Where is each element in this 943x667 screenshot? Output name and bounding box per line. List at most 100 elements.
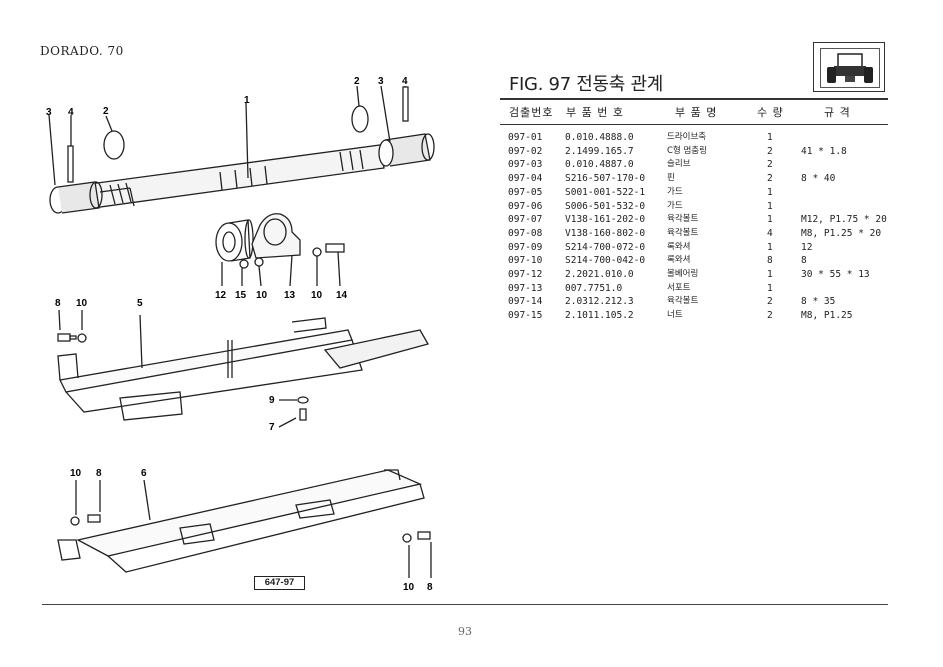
callout-guard2-8: 8 [96, 468, 102, 479]
col-header-partno: 부 품 번 호 [566, 106, 624, 119]
callout-guard2-br-10: 10 [403, 582, 415, 593]
part-spec: 8 * 40 [801, 173, 836, 185]
callout-shaft-2: 2 [103, 106, 109, 117]
col-header-partname: 부 품 명 [675, 106, 718, 119]
part-number: V138-161-202-0 [565, 214, 646, 226]
part-spec: M12, P1.75 * 20 [801, 214, 887, 226]
part-number: S001-001-522-1 [565, 186, 646, 198]
bolt-guard1 [57, 333, 71, 342]
part-code: 097-10 [508, 255, 543, 267]
part-spec [801, 282, 901, 296]
page-number: 93 [458, 625, 472, 638]
part-qty: 2 [767, 173, 773, 185]
callout-guard1-8: 8 [55, 298, 61, 309]
figure-title: FIG. 97 전동축 관계 [509, 74, 664, 95]
part-qty: 2 [767, 296, 773, 308]
washer-9 [297, 396, 309, 404]
part-code: 097-02 [508, 145, 543, 157]
part-number: 2.0312.212.3 [565, 296, 634, 308]
callout-shaft-right-3: 3 [378, 76, 384, 87]
bolt-7 [299, 408, 307, 421]
part-code: 097-01 [508, 132, 543, 143]
part-number: 007.7751.0 [565, 282, 623, 294]
part-name: C형 멈춤링 [667, 145, 707, 156]
part-qty: 8 [767, 255, 773, 267]
callout-bearing-14: 14 [336, 290, 348, 301]
part-name: 가드 [667, 200, 683, 211]
part-name: 너트 [667, 310, 683, 321]
callout-bolt-9: 9 [269, 395, 275, 406]
part-spec: 8 [801, 255, 807, 267]
part-name: 핀 [667, 173, 675, 184]
table-row: 097-07 V138-161-202-0 육각볼트 1 M12, P1.75 * 20 [508, 213, 901, 227]
table-row: 097-15 2.1011.105.2 너트 2 M8, P1.25 [508, 309, 901, 323]
part-code: 097-03 [508, 159, 543, 171]
exploded-diagram: 3 4 2 1 2 3 4 12 15 10 13 10 14 8 10 5 9… [46, 76, 435, 593]
part-qty: 1 [767, 214, 773, 226]
part-code: 097-07 [508, 214, 543, 226]
part-code: 097-14 [508, 296, 543, 308]
part-spec [801, 158, 901, 172]
part-name: 록와셔 [667, 255, 691, 266]
pin-left [67, 145, 74, 183]
part-spec: M8, P1.25 [801, 310, 853, 322]
model-name: DORADO. 70 [40, 44, 124, 58]
callout-guard2-br-8: 8 [427, 582, 433, 593]
part-number: 2.1011.105.2 [565, 310, 634, 322]
part-number: V138-160-802-0 [565, 227, 646, 239]
part-number: S214-700-072-0 [565, 241, 646, 253]
tractor-icon [813, 42, 885, 92]
tractor-glyph-icon [827, 53, 873, 83]
part-code: 097-09 [508, 241, 543, 253]
part-code: 097-12 [508, 269, 543, 281]
part-spec [801, 200, 901, 214]
callout-shaft-1: 1 [244, 95, 250, 106]
callout-bearing-10: 10 [256, 290, 268, 301]
callout-bearing-10b: 10 [311, 290, 323, 301]
part-qty: 1 [767, 200, 773, 212]
part-number: 0.010.4887.0 [565, 159, 634, 171]
part-name: 서포트 [667, 282, 691, 293]
callout-guard2-6: 6 [141, 468, 147, 479]
callout-bearing-12: 12 [215, 290, 227, 301]
part-name: 드라이브축 [667, 132, 707, 142]
part-number: 2.2021.010.0 [565, 269, 634, 281]
col-header-spec: 규 격 [824, 106, 851, 119]
table-top-rule [500, 98, 888, 100]
part-number: 2.1499.165.7 [565, 145, 634, 157]
part-name: 육각볼트 [667, 296, 699, 307]
bottom-rule [42, 604, 888, 605]
part-qty: 1 [767, 132, 773, 143]
part-name: 가드 [667, 186, 683, 197]
callout-guard2-10: 10 [70, 468, 82, 479]
part-number: S006-501-532-0 [565, 200, 646, 212]
part-qty: 4 [767, 227, 773, 239]
part-name: 육각볼트 [667, 214, 699, 225]
snap-ring-right [351, 105, 369, 133]
part-spec [801, 131, 901, 145]
table-row: 097-06 S006-501-532-0 가드 1 [508, 200, 901, 214]
part-code: 097-05 [508, 186, 543, 198]
part-number: 0.010.4888.0 [565, 132, 634, 143]
part-qty: 2 [767, 145, 773, 157]
part-qty: 2 [767, 310, 773, 322]
part-number: S216-507-170-0 [565, 173, 646, 185]
guard-upper [57, 309, 429, 421]
part-name: 슬리브 [667, 159, 691, 170]
figure-code: 647-97 [254, 576, 305, 590]
part-code: 097-15 [508, 310, 543, 322]
part-code: 097-06 [508, 200, 543, 212]
callout-guard1-10: 10 [76, 298, 88, 309]
callout-shaft-4: 4 [68, 107, 74, 118]
table-row: 097-01 0.010.4888.0 드라이브축 1 [508, 131, 901, 145]
callout-guard1-5: 5 [137, 298, 143, 309]
callout-bearing-15: 15 [235, 290, 247, 301]
part-code: 097-13 [508, 282, 543, 294]
bearing-group [215, 213, 345, 287]
